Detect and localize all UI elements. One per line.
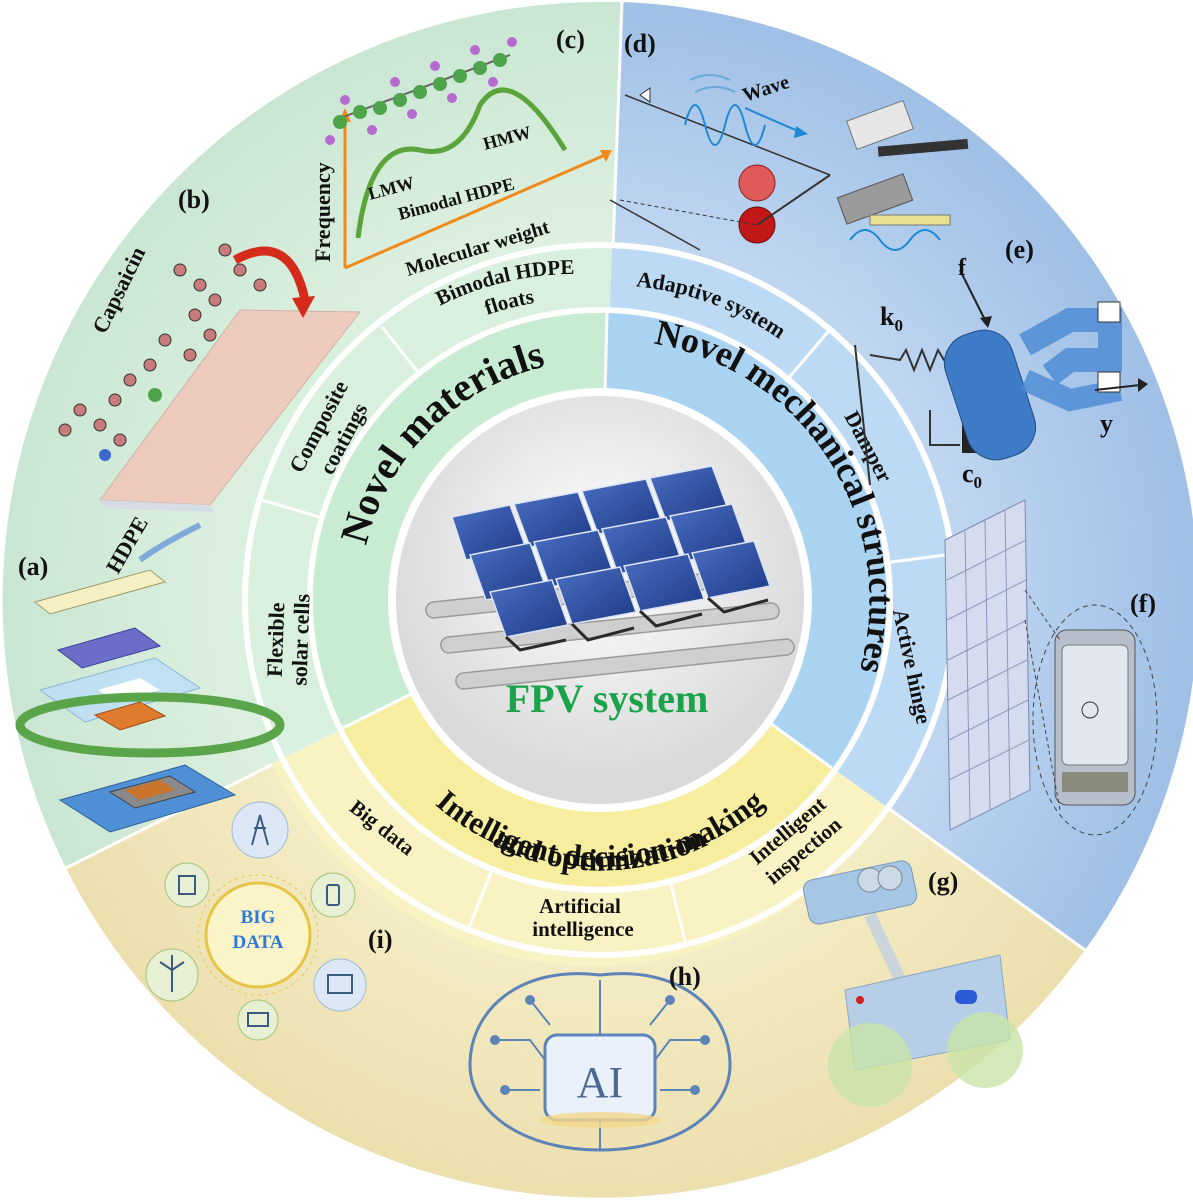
panel-a-illustration (15, 569, 285, 833)
panel-i-illustration (145, 801, 367, 1041)
panel-g-illustration (802, 860, 1023, 1107)
panel-b-illustration (58, 243, 362, 563)
panel-e-illustration (854, 269, 1148, 486)
panel-label-i: (i) (368, 925, 393, 954)
solar-array-illustration (425, 465, 795, 690)
ai-label: AI (577, 1058, 623, 1107)
panel-c-illustration (325, 37, 612, 270)
damping-label: c0 (962, 459, 982, 492)
panel-label-g: (g) (928, 867, 958, 896)
panel-f-illustration (944, 499, 1158, 836)
subitem-ai-line2: intelligence (532, 917, 633, 941)
subitem-flexible-line2: solar cells (286, 593, 314, 686)
panel-label-f: (f) (1130, 589, 1156, 618)
force-label: f (958, 255, 967, 281)
panel-label-c: (c) (556, 25, 585, 54)
displacement-label: y (1100, 409, 1113, 438)
frequency-label: Frequency (310, 162, 335, 262)
center-title: FPV system (506, 676, 709, 721)
data-label: DATA (232, 932, 283, 953)
big-label: BIG (241, 907, 276, 928)
panel-label-d: (d) (624, 29, 656, 58)
panel-label-h: (h) (669, 962, 701, 991)
panel-d-illustration (609, 74, 969, 251)
stiffness-label: k0 (880, 302, 903, 335)
subitem-flexible-line1: Flexible (262, 602, 290, 678)
panel-label-e: (e) (1005, 235, 1034, 264)
category-ring-border (307, 307, 893, 893)
panel-label-b: (b) (178, 185, 210, 214)
subitem-ai-line1: Artificial (539, 894, 621, 918)
panel-label-a: (a) (18, 552, 48, 581)
panel-h-illustration (468, 972, 732, 1152)
